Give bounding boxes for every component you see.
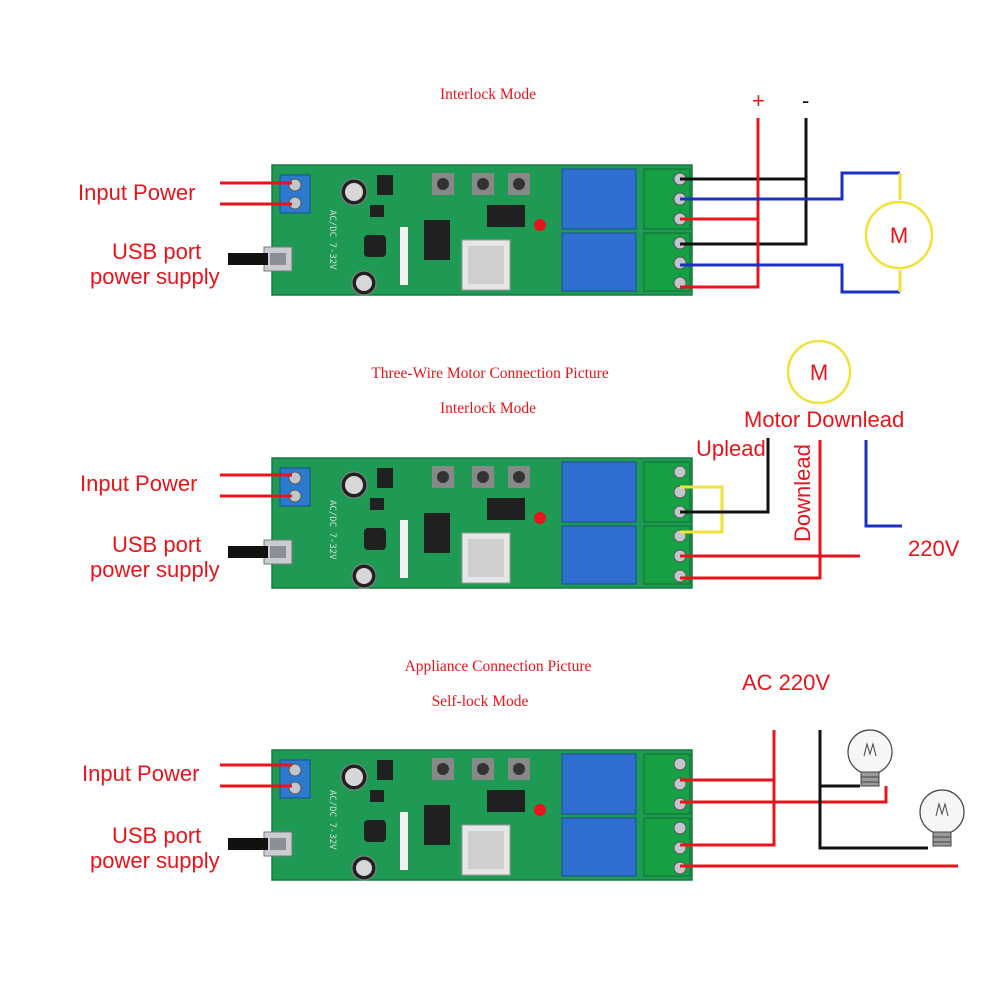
input-power-label: Input Power: [78, 180, 195, 205]
usb-label-line1: USB port: [112, 239, 201, 264]
usb-cable: [228, 838, 268, 850]
panel1-caption: Interlock Mode: [440, 86, 536, 103]
ac-220v-label: AC 220V: [742, 670, 830, 695]
light-bulb-icon: [847, 729, 893, 787]
board-voltage-label: AC/DC 7-32V: [327, 210, 337, 270]
panel2-caption-title: Three-Wire Motor Connection Picture: [371, 365, 609, 382]
panel3-caption-title: Appliance Connection Picture: [405, 658, 592, 675]
usb-label-line1: USB port: [112, 823, 201, 848]
panel-interlock-motor: Interlock Mode AC/DC 7-32V Input Power U…: [78, 86, 934, 296]
board-voltage-label: AC/DC 7-32V: [327, 790, 337, 850]
panel2-caption-mode: Interlock Mode: [440, 400, 536, 417]
panel3-wires: [680, 730, 958, 868]
motor-label: M: [810, 360, 828, 385]
motor-downlead-label: Motor Downlead: [744, 407, 904, 432]
panel1-wires: [680, 118, 902, 294]
motor-label: M: [890, 223, 908, 248]
usb-label-line2: power supply: [90, 557, 220, 582]
downlead-label: Downlead: [790, 444, 815, 542]
input-power-label: Input Power: [80, 471, 197, 496]
panel2-wires: [680, 438, 902, 580]
input-power-label: Input Power: [82, 761, 199, 786]
usb-label-line2: power supply: [90, 848, 220, 873]
motor-icon: [786, 339, 852, 405]
plus-terminal-label: +: [752, 88, 765, 113]
voltage-220v-label: 220V: [908, 536, 960, 561]
panel-appliance: Appliance Connection Picture Self-lock M…: [82, 658, 965, 881]
usb-label-line2: power supply: [90, 264, 220, 289]
panel3-caption-mode: Self-lock Mode: [432, 693, 529, 710]
light-bulb-icon: [919, 789, 965, 847]
usb-label-line1: USB port: [112, 532, 201, 557]
panel-three-wire-motor: Three-Wire Motor Connection Picture Inte…: [80, 339, 960, 589]
board-voltage-label: AC/DC 7-32V: [327, 500, 337, 560]
usb-cable: [228, 546, 268, 558]
usb-cable: [228, 253, 268, 265]
motor-icon: [864, 200, 934, 270]
uplead-label: Uplead: [696, 436, 766, 461]
minus-terminal-label: -: [802, 88, 809, 113]
